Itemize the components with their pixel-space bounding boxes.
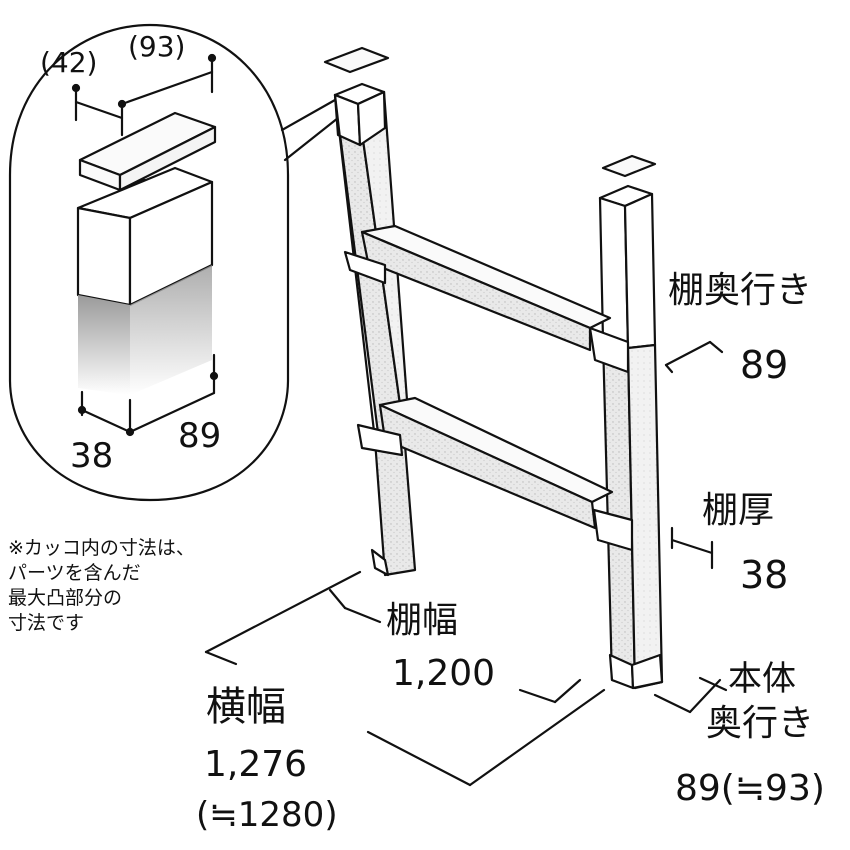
detail-top-plate — [78, 111, 217, 192]
detail-callout — [8, 23, 340, 502]
shelf-frame — [323, 46, 664, 690]
detail-dimension-lines — [71, 53, 219, 437]
total-width-title: 横幅 — [206, 684, 286, 730]
total-width-approx: (≒1280) — [196, 795, 338, 835]
detail-dim-bottom-right: 89 — [178, 416, 221, 456]
upper-shelf — [343, 224, 630, 374]
main-dimension-lines — [204, 340, 728, 787]
note-line: 最大凸部分の — [8, 587, 123, 609]
shelf-depth-value: 89 — [740, 343, 788, 387]
note-line: ※カッコ内の寸法は、 — [8, 537, 195, 559]
body-depth-value: 89(≒93) — [675, 768, 825, 809]
body-depth-title-1: 本体 — [728, 659, 796, 699]
dimension-note: ※カッコ内の寸法は、 パーツを含んだ 最大凸部分の 寸法です — [8, 536, 308, 636]
body-depth-title-2: 奥行き — [706, 703, 814, 744]
shelf-depth-title: 棚奥行き — [668, 270, 812, 311]
shelf-width-value: 1,200 — [392, 653, 495, 694]
detail-dim-bottom-left: 38 — [70, 436, 113, 476]
right-post — [598, 154, 664, 690]
shelf-thickness-value: 38 — [740, 553, 788, 597]
shelf-width-title: 棚幅 — [386, 600, 458, 641]
detail-dim-top-left: (42) — [40, 46, 97, 79]
left-post — [323, 46, 417, 577]
total-width-value: 1,276 — [204, 744, 307, 785]
note-line: パーツを含んだ — [8, 562, 141, 584]
shelf-thickness-title: 棚厚 — [702, 490, 774, 531]
lower-shelf — [356, 396, 634, 552]
note-line: 寸法です — [8, 612, 85, 634]
detail-post-block — [76, 166, 214, 395]
detail-dim-top-right: (93) — [128, 30, 185, 63]
